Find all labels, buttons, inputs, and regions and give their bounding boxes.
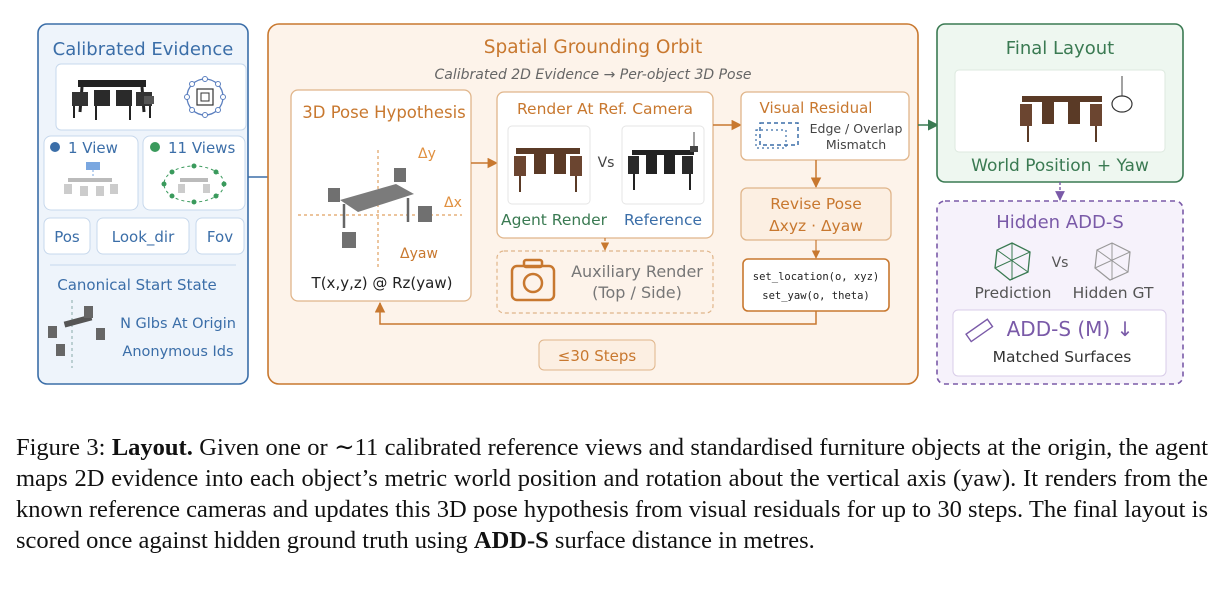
prediction-mesh-icon [994, 242, 1031, 281]
render-at-camera-box: Render At Ref. Camera Vs [496, 91, 714, 239]
visual-residual-title: Visual Residual [760, 99, 873, 117]
hidden-vs-label: Vs [1052, 255, 1069, 271]
glbs-at-origin-label: N Glbs At Origin [120, 316, 236, 332]
hidden-gt-mesh-icon [1094, 242, 1131, 281]
chairs-at-origin-image [48, 300, 105, 368]
caption-label: Figure 3: [16, 434, 106, 461]
top-side-label: (Top / Side) [592, 283, 682, 302]
set-location-code: set_location(o, xyz) [753, 271, 879, 283]
add-s-metric-label: ADD-S (M) ↓ [1007, 317, 1134, 341]
eleven-views-card: 11 Views [142, 135, 246, 211]
edge-overlap-label: Edge / Overlap [810, 121, 903, 136]
auxiliary-render-box: Auxiliary Render (Top / Side) [496, 250, 714, 314]
caption-text-1: Given one or ∼11 calibrated reference vi… [16, 434, 1209, 554]
final-dining-set-image [1020, 76, 1133, 142]
pos-label: Pos [54, 228, 80, 246]
matched-surfaces-label: Matched Surfaces [993, 348, 1132, 366]
pose-hypothesis-title: 3D Pose Hypothesis [302, 103, 466, 122]
code-box: set_location(o, xyz) set_yaw(o, theta) [742, 258, 890, 312]
canonical-start-state-title: Canonical Start State [57, 276, 217, 294]
steps-label: ≤30 Steps [558, 347, 637, 365]
agent-render-image [514, 148, 582, 192]
caption-text-2: surface distance in metres. [554, 527, 815, 554]
one-view-label: 1 View [68, 139, 118, 157]
camera-icon [510, 258, 556, 302]
delta-y-label: Δy [418, 146, 436, 162]
visual-residual-box: Visual Residual Edge / Overlap Mismatch [740, 91, 910, 161]
look-dir-label: Look_dir [112, 228, 175, 247]
delta-x-label: Δx [444, 195, 462, 211]
reference-image [628, 132, 698, 190]
figure-caption: Figure 3: Layout. Given one or ∼11 calib… [16, 432, 1208, 556]
final-layout-panel: Final Layout World Position + Yaw [936, 23, 1184, 183]
hidden-add-s-title: Hidden ADD-S [996, 212, 1124, 233]
gray-dining-set-image [328, 168, 432, 248]
dining-set-render-image [72, 80, 154, 120]
render-title: Render At Ref. Camera [517, 100, 693, 118]
camera-badge-icon [50, 142, 60, 152]
anonymous-ids-label: Anonymous Ids [122, 344, 233, 360]
agent-render-label: Agent Render [501, 211, 608, 229]
render-vs-label: Vs [598, 155, 615, 171]
calibrated-evidence-panel: Calibrated Evidence [37, 23, 249, 385]
fov-chip [195, 217, 245, 255]
revise-pose-title: Revise Pose [770, 195, 862, 213]
layout-diagram: Calibrated Evidence [37, 23, 1184, 385]
look-dir-chip [96, 217, 190, 255]
auxiliary-render-label: Auxiliary Render [571, 262, 703, 281]
prediction-label: Prediction [974, 284, 1051, 302]
set-yaw-code: set_yaw(o, theta) [762, 290, 869, 302]
steps-chip [538, 339, 656, 371]
pos-chip [43, 217, 91, 255]
camera-ring-topdown-icon [184, 76, 226, 118]
revise-pose-delta: Δxyz · Δyaw [769, 217, 863, 235]
final-layout-title: Final Layout [1006, 38, 1114, 59]
one-view-card: 1 View [43, 135, 139, 211]
spatial-grounding-orbit-panel: Spatial Grounding Orbit Calibrated 2D Ev… [267, 23, 919, 385]
orbit-title: Spatial Grounding Orbit [484, 37, 702, 58]
ruler-icon [965, 318, 994, 343]
calibrated-evidence-title: Calibrated Evidence [53, 39, 234, 60]
multi-camera-badge-icon [150, 142, 160, 152]
mismatch-label: Mismatch [826, 137, 886, 152]
eleven-views-label: 11 Views [168, 139, 235, 157]
orbit-subtitle: Calibrated 2D Evidence → Per-object 3D P… [434, 67, 751, 83]
overlap-mismatch-icon [759, 122, 799, 146]
hidden-add-s-panel: Hidden ADD-S Vs Prediction Hidden GT ADD… [936, 200, 1184, 385]
fov-label: Fov [207, 228, 233, 246]
reference-label: Reference [624, 211, 702, 229]
delta-yaw-label: Δyaw [400, 246, 438, 262]
hidden-gt-label: Hidden GT [1073, 284, 1154, 302]
caption-bold-adds: ADD-S [473, 527, 549, 554]
loop-back-arrow [374, 301, 817, 325]
world-position-yaw-label: World Position + Yaw [971, 156, 1149, 176]
caption-bold-title: Layout. [111, 434, 193, 461]
transform-label: T(x,y,z) @ Rz(yaw) [311, 274, 453, 292]
revise-pose-box: Revise Pose Δxyz · Δyaw [740, 187, 892, 241]
pose-hypothesis-box: 3D Pose Hypothesis Δy Δx Δyaw T(x,y,z) @… [290, 89, 472, 302]
